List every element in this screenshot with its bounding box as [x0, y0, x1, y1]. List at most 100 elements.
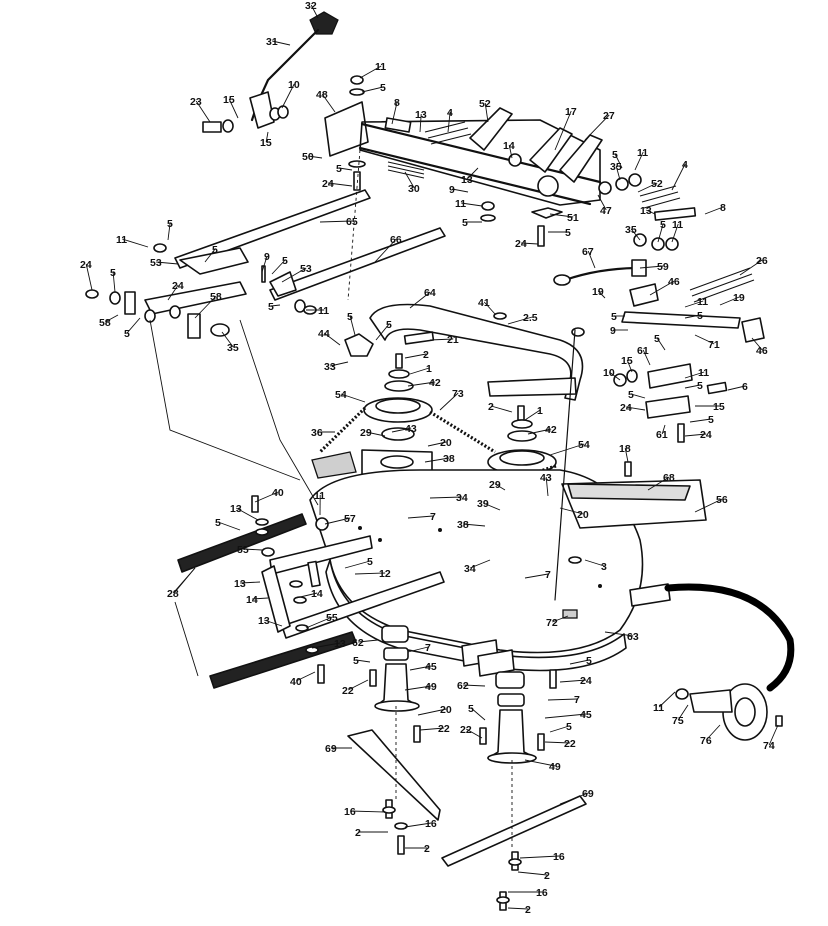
callout-leader: [305, 616, 333, 629]
callout-leader: [156, 261, 179, 265]
callout: 11: [455, 198, 483, 210]
callout-number: 5: [697, 380, 703, 392]
deck-skirt: [325, 559, 627, 672]
callout: 75: [672, 704, 689, 727]
callout-leader: [508, 144, 513, 159]
callout-number: 65: [346, 216, 358, 228]
callout-number: 45: [425, 661, 437, 673]
callout-leader: [407, 646, 429, 653]
callout: 24: [80, 259, 93, 291]
callout-number: 14: [246, 594, 258, 606]
callout-number: 49: [425, 681, 437, 693]
callout-number: 8: [394, 97, 400, 109]
callout: 62: [457, 680, 486, 692]
callout-number: 8: [720, 202, 726, 214]
callout-leader: [483, 301, 496, 315]
callout-leader: [404, 171, 415, 189]
callout: 17: [554, 106, 577, 151]
deck-hole: [358, 526, 362, 530]
spindle-flange: [374, 700, 420, 712]
callout: 11: [684, 296, 708, 308]
callout: 49: [524, 759, 561, 773]
callout: 65: [319, 216, 358, 228]
callout-leader: [350, 810, 386, 813]
callout: 71: [694, 334, 720, 351]
callout-leader: [407, 381, 436, 387]
callout: 34: [464, 559, 491, 575]
washer-16: [382, 806, 396, 814]
guide-line: [239, 319, 319, 506]
callout: 6: [727, 381, 748, 393]
nut-11: [481, 201, 495, 211]
decal-72: [562, 609, 578, 619]
callout-leader: [204, 248, 216, 263]
callout: 24: [515, 238, 539, 250]
callout: 5: [353, 655, 371, 667]
callout: 11: [306, 305, 329, 317]
link-arm: [144, 281, 247, 315]
callout-leader: [347, 679, 369, 691]
pin-8: [653, 207, 697, 221]
callout-leader: [254, 491, 279, 503]
callout-leader: [356, 659, 371, 663]
callout-leader: [705, 724, 721, 741]
callout-leader: [466, 167, 479, 180]
callout-number: 49: [549, 761, 561, 773]
callout-number: 12: [379, 568, 391, 580]
callout-number: 38: [457, 519, 469, 531]
rod-65: [174, 189, 371, 269]
callout-leader: [122, 238, 149, 248]
callout-leader: [424, 457, 450, 463]
link-28: [209, 631, 357, 689]
callout-leader: [228, 98, 239, 119]
callout: 47: [597, 194, 612, 217]
callout-leader: [375, 323, 390, 341]
callout-leader: [374, 238, 397, 263]
callout: 24: [167, 280, 184, 301]
callout-number: 29: [489, 479, 501, 491]
callout-number: 32: [305, 0, 317, 12]
callout-number: 20: [440, 704, 452, 716]
callout-leader: [344, 560, 371, 569]
callout-number: 5: [468, 703, 474, 715]
deck-hole: [438, 528, 442, 532]
callout-number: 15: [223, 94, 235, 106]
callout-number: 15: [713, 401, 725, 413]
bolt-23: [202, 121, 222, 133]
washer-13: [289, 580, 303, 588]
callout-number: 24: [172, 280, 184, 292]
callout: 63: [604, 631, 639, 643]
callout: 62: [352, 637, 379, 649]
deck-bracket: [477, 649, 515, 677]
leader-28: [174, 567, 199, 677]
callout: 59: [639, 261, 669, 273]
spindle-right: [395, 669, 587, 911]
callout-number: 5: [386, 319, 392, 331]
callout-number: 42: [545, 424, 557, 436]
callout: 29: [360, 427, 386, 439]
callout-leader: [261, 255, 268, 273]
callout-leader: [330, 361, 349, 367]
callout-number: 5: [380, 82, 386, 94]
callout: 5: [204, 244, 218, 263]
callout-leader: [359, 65, 382, 79]
callout-number: 16: [425, 818, 437, 830]
washer: [169, 305, 181, 319]
callout: 24: [559, 675, 592, 687]
callout: 5: [611, 311, 625, 323]
callout-number: 11: [314, 490, 325, 502]
callout-leader: [404, 353, 427, 359]
callout: 5: [684, 380, 703, 392]
callout-leader: [739, 259, 763, 276]
callout-number: 16: [344, 806, 356, 818]
callout-number: 31: [266, 36, 278, 48]
callout-leader: [391, 427, 412, 433]
pin-8: [384, 117, 412, 133]
callout-number: 73: [452, 388, 464, 400]
callout-number: 5: [660, 219, 666, 231]
callout-leader: [527, 428, 552, 435]
callout-number: 1: [426, 363, 432, 375]
callout: 15: [223, 94, 239, 119]
arm-27: [559, 134, 603, 183]
nut: [153, 243, 167, 253]
